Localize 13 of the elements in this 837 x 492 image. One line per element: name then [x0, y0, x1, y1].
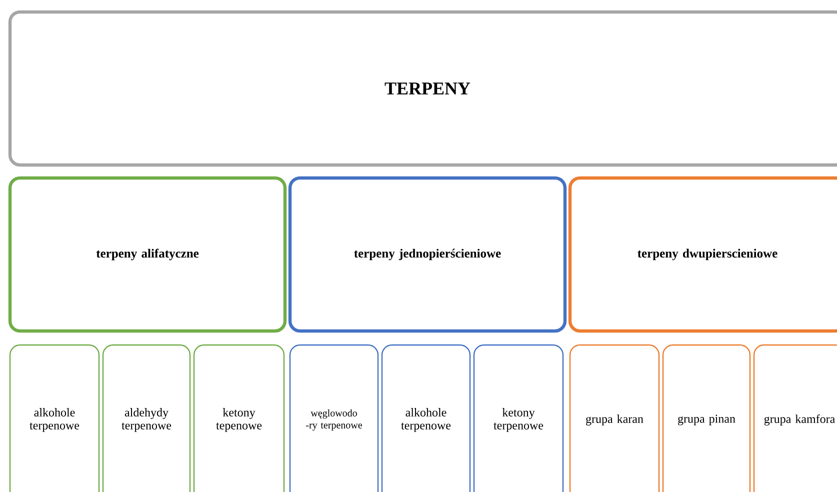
- category-box: terpeny alifatyczne: [8, 176, 287, 333]
- class-box: alkohole terpenowe: [9, 344, 100, 492]
- category-box: terpeny dwupierscieniowe: [568, 176, 837, 333]
- class-box: grupa pinan: [662, 344, 751, 492]
- title-box: TERPENY: [8, 10, 837, 167]
- class-box: ketony terpenowe: [473, 344, 564, 492]
- category-box: terpeny jednopierścieniowe: [288, 176, 567, 333]
- class-box: aldehydy terpenowe: [102, 344, 191, 492]
- class-box: alkohole terpenowe: [381, 344, 471, 492]
- class-box: grupa kamfora: [753, 344, 837, 492]
- class-box: ketony tepenowe: [193, 344, 285, 492]
- class-box: grupa karan: [569, 344, 660, 492]
- class-box: węglowodo -ry terpenowe: [289, 344, 379, 492]
